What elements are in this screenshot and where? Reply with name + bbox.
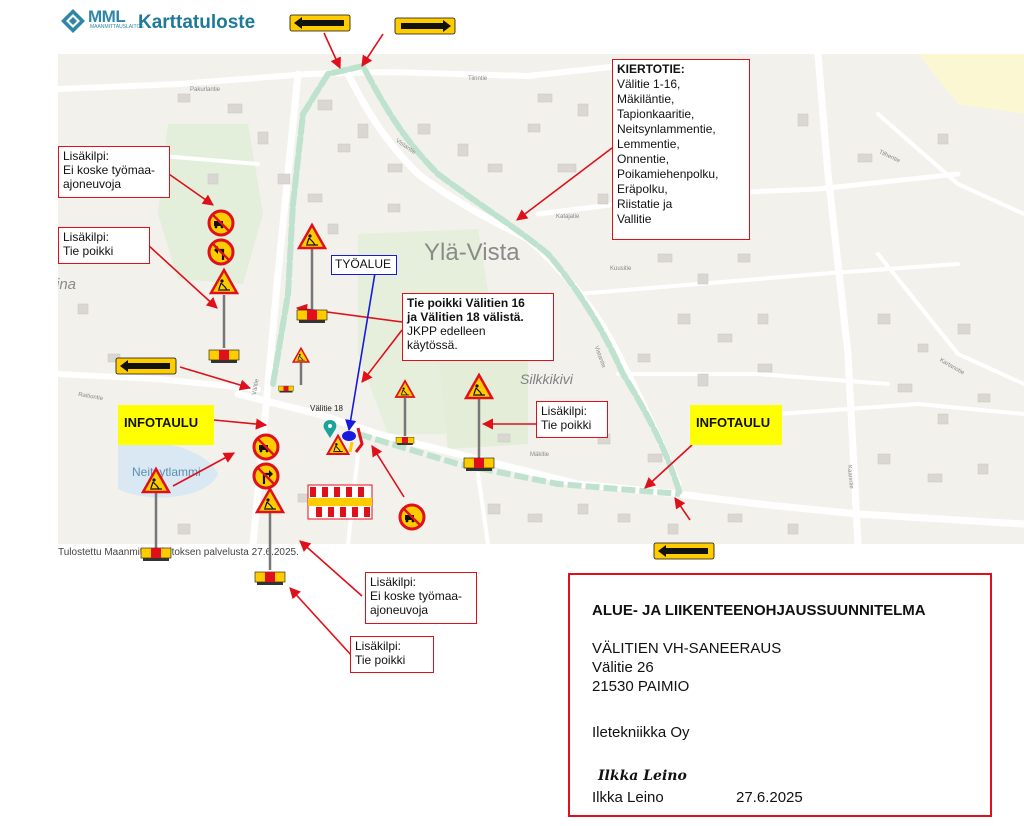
- no-entry-sign-icon: [207, 209, 235, 237]
- direction-arrow-board-icon: [394, 17, 456, 35]
- place-label-yla-vista: Ylä-Vista: [424, 239, 520, 266]
- detour-street: Tapionkaaritie,: [617, 107, 695, 121]
- warning-roadwork-sign-icon: [209, 268, 239, 295]
- detour-street: Onnentie,: [617, 152, 670, 166]
- work-area-label: TYÖALUE: [331, 255, 397, 275]
- callout-line: ajoneuvoja: [63, 177, 122, 191]
- road-closure-barrier-icon: [307, 484, 373, 520]
- callout-line: ajoneuvoja: [370, 603, 429, 617]
- address-label-valitie-18: Välitie 18: [310, 404, 343, 413]
- mml-logo-icon: [61, 9, 85, 33]
- road-closed-line: Tie poikki Välitien 16: [407, 296, 525, 310]
- no-right-turn-sign-icon: [252, 462, 280, 490]
- detour-street: Neitsynlammentie,: [617, 122, 716, 136]
- warning-roadwork-sign-icon: [141, 467, 171, 494]
- street-label: Kuusitie: [610, 266, 632, 272]
- page-title: Karttatuloste: [138, 12, 256, 33]
- direction-arrow-board-icon: [289, 14, 351, 32]
- road-closed-note: käytössä.: [407, 338, 458, 352]
- logo-text: MML: [88, 7, 126, 26]
- no-left-turn-sign-icon: [207, 238, 235, 266]
- road-closed-line: ja Välitien 18 välistä.: [407, 310, 524, 324]
- worksite-marker-icon: [342, 427, 364, 453]
- infotaulu-label: INFOTAULU: [118, 405, 214, 445]
- barrier-icon: [278, 385, 294, 393]
- road-closed-callout: Tie poikki Välitien 16 ja Välitien 18 vä…: [402, 293, 554, 361]
- warning-roadwork-sign-icon: [255, 487, 285, 514]
- additional-sign-callout: Lisäkilpi: Ei koske työmaa- ajoneuvoja: [365, 572, 477, 624]
- place-label-silkkikivi: Silkkikivi: [520, 371, 573, 387]
- additional-sign-callout: Lisäkilpi: Tie poikki: [350, 636, 434, 673]
- callout-line: Lisäkilpi:: [63, 149, 110, 163]
- detour-street: Vallitie: [617, 212, 652, 226]
- plan-title: ALUE- JA LIIKENTEENOHJAUSSUUNNITELMA: [592, 602, 926, 619]
- no-entry-sign-icon: [252, 433, 280, 461]
- additional-sign-callout: Lisäkilpi: Tie poikki: [58, 227, 150, 264]
- callout-line: Ei koske työmaa-: [370, 589, 463, 603]
- warning-roadwork-sign-icon: [292, 347, 310, 363]
- callout-line: Lisäkilpi:: [63, 230, 110, 244]
- street-label: Tiirintie: [468, 76, 488, 82]
- callout-line: Lisäkilpi:: [541, 404, 588, 418]
- plan-project: VÄLITIEN VH-SANEERAUS: [592, 640, 782, 657]
- place-label-ina: ina: [58, 276, 77, 293]
- street-label: Pakurlantie: [190, 87, 221, 93]
- additional-sign-callout: Lisäkilpi: Tie poikki: [536, 401, 608, 438]
- barrier-icon: [296, 309, 328, 324]
- logo-subtext: MAANMITTAUSLAITOS: [90, 24, 144, 30]
- street-label: Mäkitie: [530, 452, 550, 458]
- detour-street: Riistatie ja: [617, 197, 673, 211]
- detour-street: Poikamiehenpolku,: [617, 167, 719, 181]
- detour-street: Lemmentie,: [617, 137, 680, 151]
- plan-date: 27.6.2025: [736, 789, 803, 806]
- signer-name: Ilkka Leino: [592, 789, 664, 806]
- map-pin-icon: [323, 420, 337, 438]
- barrier-icon: [140, 547, 172, 562]
- callout-line: Lisäkilpi:: [370, 575, 417, 589]
- direction-arrow-board-icon: [115, 357, 177, 375]
- callout-line: Tie poikki: [63, 244, 114, 258]
- signature: Ilkka Leino: [598, 768, 687, 784]
- mml-logo: MML MAANMITTAUSLAITOS: [60, 6, 144, 42]
- plan-address: Välitie 26: [592, 659, 654, 676]
- callout-line: Ei koske työmaa-: [63, 163, 156, 177]
- detour-street: Eräpolku,: [617, 182, 668, 196]
- warning-roadwork-sign-icon: [395, 380, 415, 398]
- place-label-neitsytlammi: Neitsytlammi: [132, 465, 201, 479]
- printed-note: Tulostettu Maanmittauslaitoksen palvelus…: [58, 547, 299, 558]
- additional-sign-callout: Lisäkilpi: Ei koske työmaa- ajoneuvoja: [58, 146, 170, 198]
- warning-roadwork-sign-icon: [297, 223, 327, 250]
- plan-title-block: ALUE- JA LIIKENTEENOHJAUSSUUNNITELMA VÄL…: [568, 573, 992, 817]
- barrier-icon: [208, 349, 240, 364]
- no-entry-sign-icon: [398, 503, 426, 531]
- street-label: Katajatie: [556, 214, 580, 220]
- plan-postal-city: 21530 PAIMIO: [592, 678, 690, 695]
- detour-heading: KIERTOTIE:: [617, 62, 685, 76]
- detour-callout: KIERTOTIE: Välitie 1-16, Mäkiläntie, Tap…: [612, 59, 750, 240]
- callout-line: Tie poikki: [355, 653, 406, 667]
- detour-street: Välitie 1-16,: [617, 77, 681, 91]
- barrier-icon: [254, 571, 286, 586]
- barrier-icon: [463, 457, 495, 472]
- detour-street: Mäkiläntie,: [617, 92, 675, 106]
- callout-line: Tie poikki: [541, 418, 592, 432]
- plan-company: Iletekniikka Oy: [592, 724, 690, 741]
- callout-line: Lisäkilpi:: [355, 639, 402, 653]
- direction-arrow-board-icon: [653, 542, 715, 560]
- infotaulu-label: INFOTAULU: [690, 405, 782, 445]
- barrier-icon: [395, 436, 415, 446]
- warning-roadwork-sign-icon: [464, 373, 494, 400]
- road-closed-note: JKPP edelleen: [407, 324, 486, 338]
